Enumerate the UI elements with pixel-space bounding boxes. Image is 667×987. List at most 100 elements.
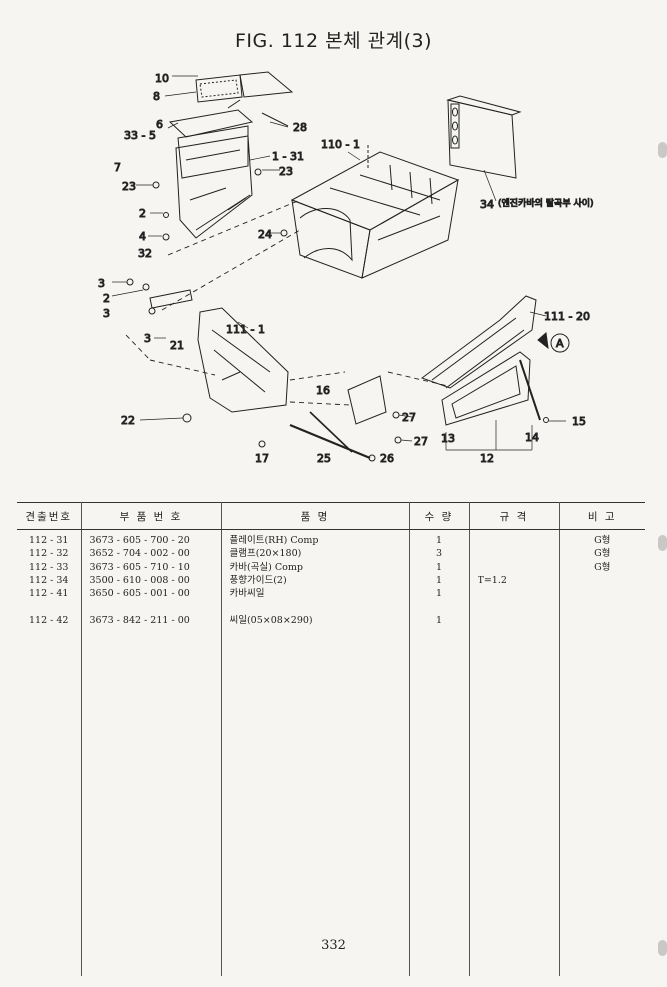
- callout-2-lower: 2: [103, 292, 110, 305]
- cell-spec: T=1.2: [477, 574, 507, 586]
- callout-27-upper: 27: [402, 411, 416, 424]
- callout-14: 14: [525, 431, 539, 444]
- table-header-row: 견출번호 부 품 번 호 품 명 수 량 규 격 비 고: [17, 502, 645, 530]
- callout-25: 25: [317, 452, 331, 465]
- engine-cover-panel: [446, 95, 522, 179]
- cell-qty: [410, 600, 469, 613]
- col-spec: T=1.2: [469, 529, 560, 976]
- table-body: 112 - 31 112 - 32 112 - 33 112 - 34 112 …: [17, 529, 645, 977]
- cell-part-no: 3673 - 842 - 211 - 00: [89, 614, 190, 626]
- callout-34: 34: [480, 198, 494, 211]
- callout-21: 21: [170, 339, 184, 352]
- callout-110-1: 110 - 1: [321, 138, 360, 151]
- callout-3-upper: 3: [98, 277, 105, 290]
- callout-111-1: 111 - 1: [226, 323, 265, 336]
- callout-2-upper: 2: [139, 207, 146, 220]
- cell-spec: [478, 600, 559, 613]
- callout-22: 22: [121, 414, 135, 427]
- rail-111-20: [420, 295, 537, 389]
- cell-name: 플레이트(RH) Comp: [229, 535, 319, 546]
- callout-10: 10: [155, 72, 169, 85]
- cell-qty: 1: [435, 614, 443, 626]
- cell-part-no: 3652 - 704 - 002 - 00: [89, 548, 190, 560]
- cell-remarks: G형: [594, 535, 611, 546]
- bracket: [347, 375, 387, 425]
- cell-part-no: 3673 - 605 - 700 - 20: [89, 535, 190, 546]
- callout-3-lower: 3: [144, 332, 151, 345]
- callout-7: 7: [114, 161, 121, 174]
- cell-item-no: 112 - 34: [29, 574, 69, 586]
- callout-34-note: (엔진카바의 탈곡부 사이): [498, 198, 594, 209]
- cell-name: 씨일(05×08×290): [229, 614, 313, 626]
- header-item-no: 견출번호: [17, 502, 82, 530]
- callout-17: 17: [255, 452, 269, 465]
- callout-13: 13: [441, 432, 455, 445]
- header-name: 품 명: [221, 502, 410, 530]
- cell-part-no: 3500 - 610 - 008 - 00: [89, 574, 190, 586]
- callout-23-left: 23: [122, 180, 136, 193]
- cell-qty: 1: [435, 561, 443, 573]
- callout-a: A: [556, 337, 564, 350]
- cell-qty: 1: [435, 574, 443, 586]
- callout-1-31: 1 - 31: [272, 150, 304, 163]
- cell-remarks: [560, 587, 646, 600]
- cell-spec: [478, 534, 559, 547]
- plate-rh-comp: [175, 135, 253, 239]
- cell-part-no: 3673 - 605 - 710 - 10: [89, 561, 190, 573]
- main-body-frame: [290, 145, 460, 279]
- callout-6: 6: [156, 118, 163, 131]
- cell-remarks: [560, 614, 646, 627]
- cell-item-no: 112 - 32: [29, 548, 69, 560]
- callout-23-right: 23: [279, 165, 293, 178]
- cell-name: 카바씨일: [229, 588, 265, 600]
- rod: [519, 359, 541, 421]
- rod-25: [289, 423, 371, 460]
- callout-26: 26: [380, 452, 394, 465]
- cell-remarks: G형: [594, 561, 611, 573]
- cell-item-no: 112 - 31: [29, 535, 69, 546]
- page-number: 332: [321, 938, 346, 953]
- callout-8: 8: [153, 90, 160, 103]
- cell-part-no: [90, 600, 221, 613]
- cell-remarks: [560, 574, 646, 587]
- callout-111-20: 111 - 20: [544, 310, 590, 323]
- cell-spec: [478, 561, 559, 574]
- cell-remarks: [560, 600, 646, 613]
- cell-qty: 1: [435, 588, 443, 600]
- rod-25b: [309, 411, 353, 453]
- cell-qty: 3: [435, 548, 443, 560]
- cell-name: 클램프(20×180): [229, 548, 302, 560]
- cell-item-no: 112 - 33: [29, 561, 69, 573]
- side-panel-111-1: [197, 307, 289, 413]
- cell-item-no: [17, 600, 81, 613]
- header-remarks: 비 고: [559, 502, 645, 530]
- cell-item-no: 112 - 42: [29, 614, 69, 626]
- exploded-parts-diagram: 10 8 33 - 5 6 28 7 1 - 31 110 - 1 23 23 …: [98, 71, 594, 466]
- col-item-no: 112 - 31 112 - 32 112 - 33 112 - 34 112 …: [17, 529, 82, 976]
- callout-24: 24: [258, 228, 272, 241]
- cell-spec: [478, 547, 559, 560]
- cell-part-no: 3650 - 605 - 001 - 00: [89, 588, 190, 600]
- top-plate-assembly: [168, 71, 294, 179]
- parts-table: 견출번호 부 품 번 호 품 명 수 량 규 격 비 고 112 - 31 11…: [17, 502, 645, 976]
- binder-hole: [658, 535, 667, 551]
- cell-item-no: 112 - 41: [29, 588, 69, 600]
- col-remarks: G형 G형 G형: [559, 530, 645, 977]
- callout-12: 12: [480, 452, 494, 465]
- callout-4: 4: [139, 230, 146, 243]
- callout-15: 15: [572, 415, 586, 428]
- cell-name: 풍향가이드(2): [229, 574, 287, 586]
- col-part-no: 3673 - 605 - 700 - 20 3652 - 704 - 002 -…: [81, 529, 222, 976]
- col-qty: 1 3 1 1 1 1: [409, 529, 470, 976]
- header-spec: 규 격: [469, 502, 560, 530]
- cell-name: 카바(곡실) Comp: [229, 561, 303, 573]
- callout-33-5: 33 - 5: [124, 129, 156, 142]
- cell-spec: [478, 587, 559, 600]
- cell-spec: [478, 614, 559, 627]
- header-qty: 수 량: [409, 502, 470, 530]
- page-title: FIG. 112 본체 관계(3): [234, 30, 432, 52]
- lower-plate: [441, 351, 531, 426]
- cell-remarks: G형: [594, 548, 611, 560]
- callout-28: 28: [293, 121, 307, 134]
- cell-name: [230, 600, 409, 613]
